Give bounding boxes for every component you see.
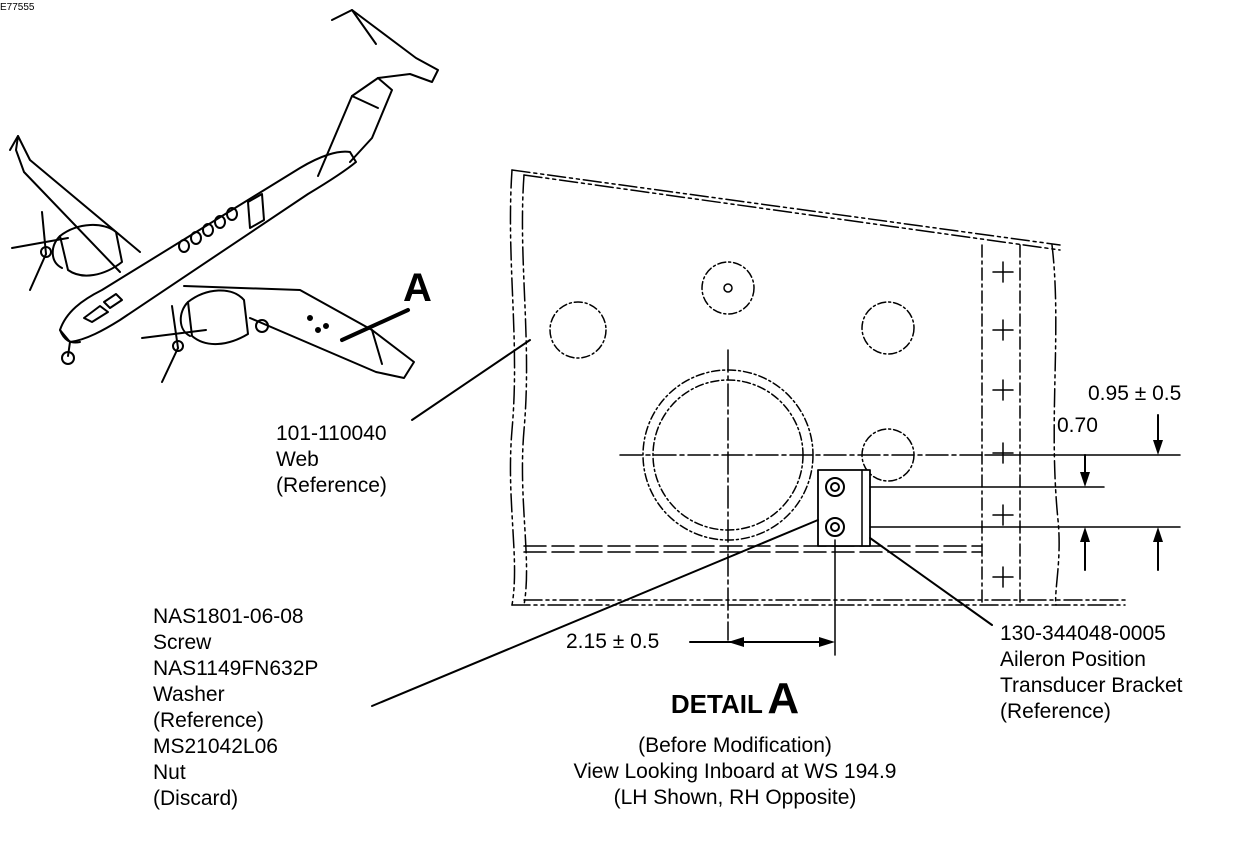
screw-part-number: NAS1801-06-08 [153, 605, 304, 628]
dimension-upper: 0.95 ± 0.5 [1088, 382, 1182, 405]
washer-part-name: Washer [153, 683, 225, 706]
nut-part-number: MS21042L06 [153, 735, 278, 758]
washer-part-number: NAS1149FN632P [153, 657, 319, 680]
dimension-arrowheads [728, 440, 1163, 647]
detail-a-drawing [371, 169, 1126, 707]
detail-title: DETAIL A [555, 675, 915, 733]
nut-part-note: (Discard) [153, 787, 239, 810]
bracket-part-number: 130-344048-0005 [1000, 622, 1166, 645]
web-callout: 101-110040 Web (Reference) [276, 421, 387, 499]
bracket-part-note: (Reference) [1000, 700, 1111, 723]
detail-caption: DETAIL A (Before Modification) View Look… [555, 675, 915, 811]
bracket-callout: 130-344048-0005 Aileron Position Transdu… [1000, 621, 1182, 725]
detail-a-leader [340, 308, 410, 342]
detail-note-1: (Before Modification) [638, 734, 832, 757]
detail-title-letter: A [767, 674, 800, 723]
bracket-part-name-line2: Transducer Bracket [1000, 674, 1183, 697]
dimension-horizontal: 2.15 ± 0.5 [566, 630, 660, 653]
dimension-lower: 0.70 [1057, 414, 1098, 437]
hardware-callout: NAS1801-06-08 Screw NAS1149FN632P Washer… [153, 604, 318, 812]
web-part-name: Web [276, 448, 319, 471]
detail-view-label: A [403, 266, 432, 310]
dimension-lines [689, 414, 1181, 656]
aircraft-sketch [9, 9, 439, 383]
bracket-part-name-line1: Aileron Position [1000, 648, 1146, 671]
detail-note-2: View Looking Inboard at WS 194.9 [573, 760, 897, 783]
screw-part-name: Screw [153, 631, 212, 654]
figure-id: E77555 [0, 2, 35, 13]
washer-part-note: (Reference) [153, 709, 264, 732]
web-part-number: 101-110040 [276, 422, 387, 445]
detail-note-3: (LH Shown, RH Opposite) [613, 786, 857, 809]
nut-part-name: Nut [153, 761, 186, 784]
web-part-note: (Reference) [276, 474, 387, 497]
detail-title-word: DETAIL [670, 689, 763, 719]
